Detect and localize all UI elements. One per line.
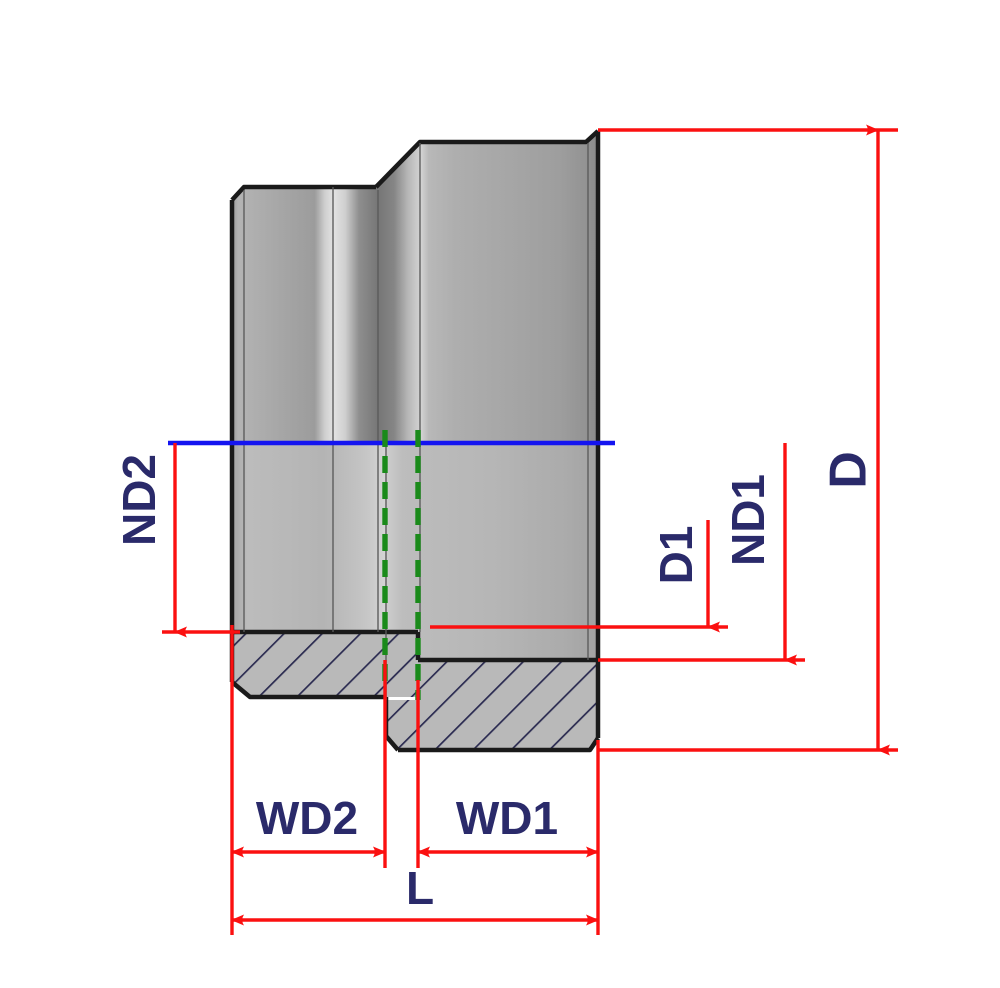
part-body (229, 129, 601, 753)
large-end-upper-face (420, 131, 598, 443)
outline-shoulder-taper (374, 129, 600, 189)
part-outline (229, 129, 601, 753)
outline-small-left-wall (230, 184, 376, 202)
outline-small-bottom (230, 680, 386, 700)
section-hatch-large-end (386, 660, 598, 750)
dimension-D (598, 124, 898, 756)
dimension-label-D1: D1 (650, 526, 702, 585)
dimension-label-L: L (406, 862, 434, 914)
dimension-D1 (430, 520, 728, 633)
shoulder-transition-face (333, 142, 420, 443)
dimension-label-D: D (820, 451, 878, 489)
dimension-label-WD2: WD2 (256, 792, 358, 844)
small-end-upper-face (232, 187, 333, 443)
centerlines (168, 430, 615, 700)
dimension-ND2 (162, 443, 240, 638)
dimension-label-WD1: WD1 (456, 792, 558, 844)
dimension-ND1 (598, 443, 805, 666)
small-end-lower-face (232, 443, 385, 633)
outline-large-bottom (398, 736, 600, 753)
dimension-label-ND2: ND2 (113, 454, 165, 546)
dimension-labels: D ND1 D1 ND2 WD2 WD1 L (113, 451, 878, 914)
dimension-label-ND1: ND1 (722, 474, 774, 566)
dimension-annotations (162, 124, 898, 935)
section-hatch-small-end (232, 632, 418, 697)
